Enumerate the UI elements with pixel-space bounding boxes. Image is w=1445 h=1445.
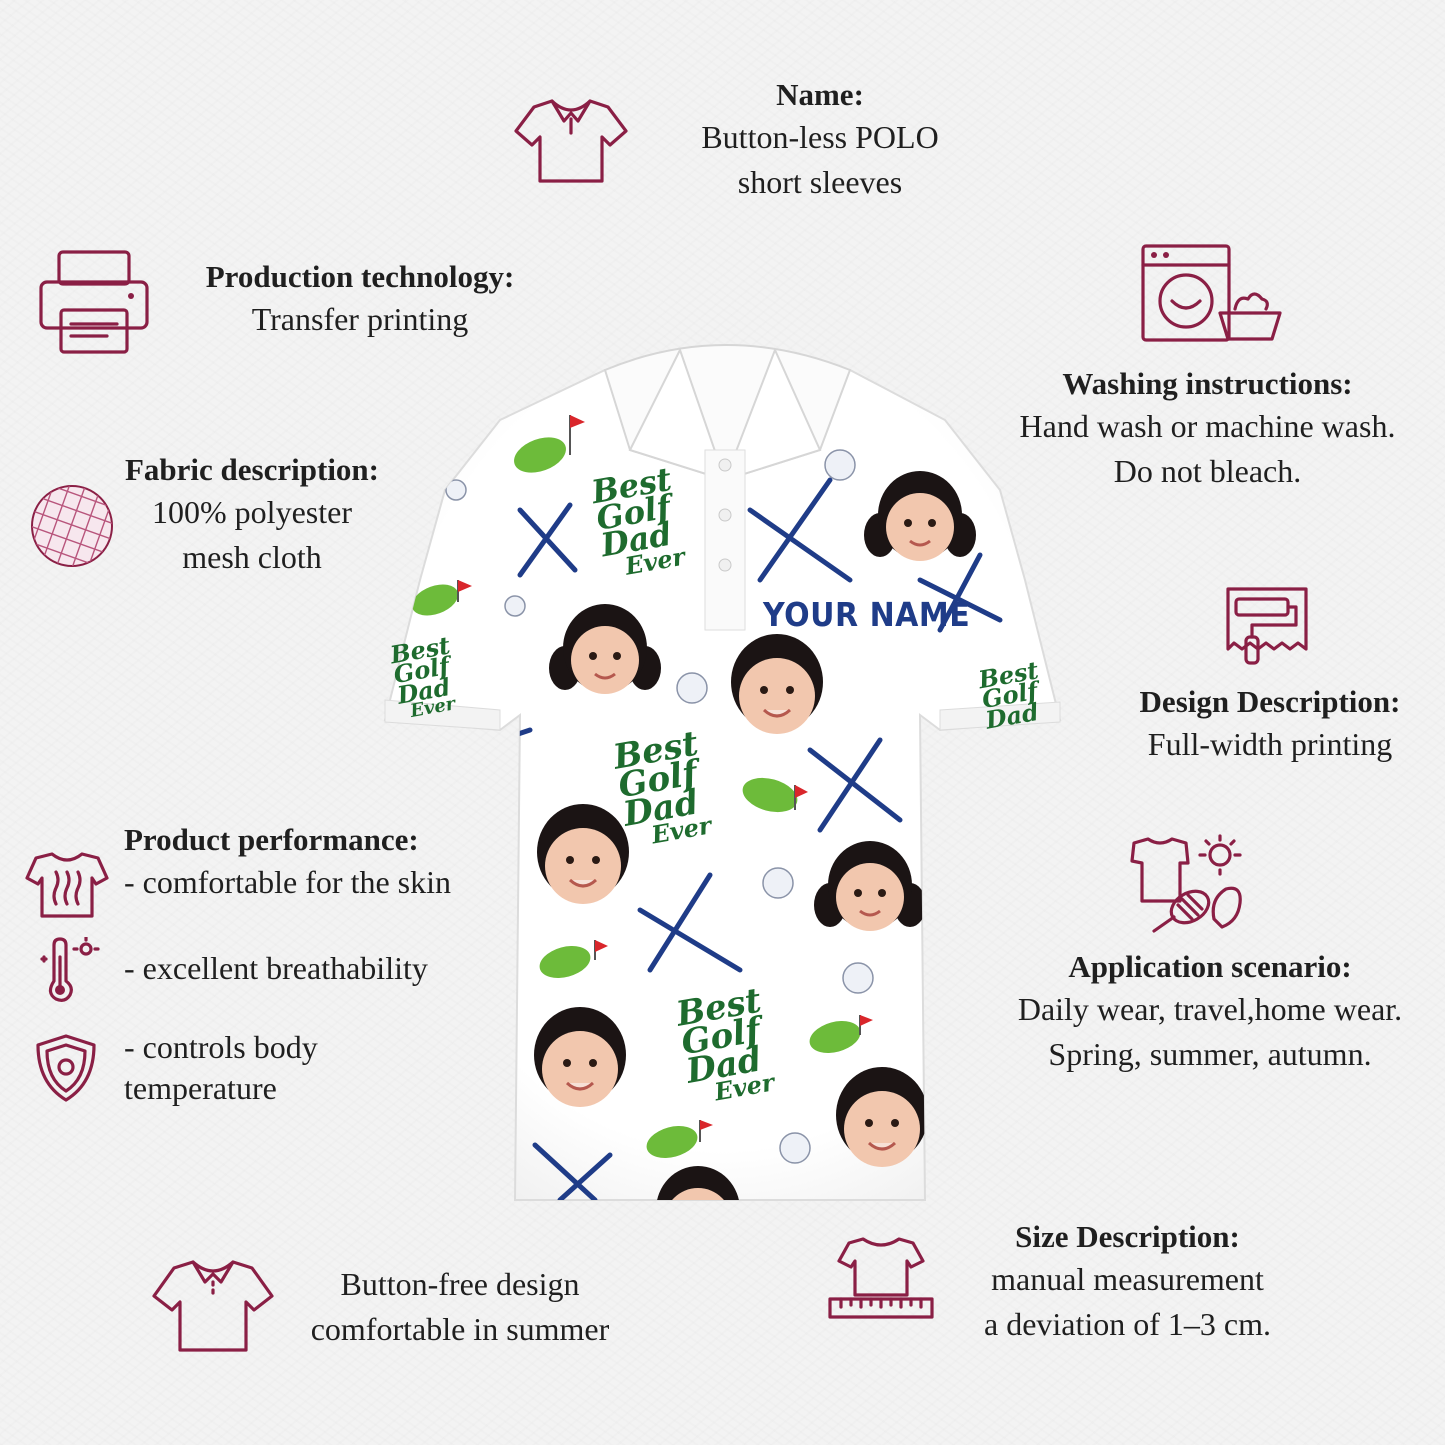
size-heading: Size Description:: [1015, 1219, 1240, 1254]
performance-item3-block: - controls body temperature: [124, 1027, 504, 1109]
mesh-fabric-icon: [30, 484, 114, 568]
performance-item3-line2: temperature: [124, 1069, 277, 1106]
polo-shirt-buttonless-icon: [150, 1256, 276, 1356]
name-line1: Button-less POLO: [701, 118, 939, 155]
application-heading: Application scenario:: [1068, 949, 1352, 984]
shield-icon: [34, 1033, 98, 1103]
performance-item3-line1: - controls body: [124, 1029, 318, 1065]
fabric-line2: mesh cloth: [182, 539, 322, 576]
size-line2: a deviation of 1–3 cm.: [983, 1306, 1272, 1343]
performance-heading: Product performance:: [124, 822, 419, 857]
name-line2: short sleeves: [737, 164, 903, 201]
fabric-line1: 100% polyester: [152, 493, 352, 530]
performance-item1: - comfortable for the skin: [124, 863, 451, 900]
washing-block: Washing instructions: Hand wash or machi…: [980, 365, 1435, 495]
size-measure-icon: [827, 1233, 935, 1323]
performance-item2: - excellent breathability: [124, 950, 428, 986]
performance-item2-block: - excellent breathability: [124, 946, 504, 991]
tshirt-breathable-icon: [24, 850, 110, 920]
performance-block: Product performance: - comfortable for t…: [124, 821, 504, 905]
fabric-heading: Fabric description:: [125, 452, 379, 487]
washing-heading: Washing instructions:: [1062, 366, 1353, 401]
washing-line2: Do not bleach.: [1113, 453, 1302, 490]
design-line1: Full-width printing: [1147, 725, 1393, 762]
application-block: Application scenario: Daily wear, travel…: [975, 948, 1445, 1078]
fabric-block: Fabric description: 100% polyester mesh …: [92, 451, 412, 581]
travel-scenario-icon: [1130, 833, 1252, 935]
button-free-line2: comfortable in summer: [310, 1311, 610, 1348]
design-heading: Design Description:: [1139, 684, 1401, 719]
washing-line1: Hand wash or machine wash.: [1019, 407, 1396, 444]
button-free-line1: Button-free design: [340, 1266, 580, 1302]
shirt-name-print: YOUR NAME: [763, 596, 971, 635]
name-heading: Name:: [776, 77, 864, 112]
application-line1: Daily wear, travel,home wear.: [1017, 990, 1403, 1027]
name-block: Name: Button-less POLO short sleeves: [640, 76, 1000, 206]
size-line1: manual measurement: [991, 1260, 1264, 1297]
design-block: Design Description: Full-width printing: [1110, 683, 1430, 767]
thermometer-icon: [38, 937, 102, 1003]
printer-icon: [37, 248, 152, 356]
production-block: Production technology: Transfer printing: [160, 258, 560, 342]
polo-shirt-icon: [512, 95, 630, 187]
production-heading: Production technology:: [205, 259, 515, 294]
paint-roller-icon: [1222, 585, 1312, 667]
size-block: Size Description: manual measurement a d…: [945, 1218, 1310, 1348]
production-line1: Transfer printing: [251, 300, 469, 337]
application-line2: Spring, summer, autumn.: [1048, 1036, 1372, 1073]
button-free-block: Button-free design comfortable in summer: [275, 1262, 645, 1353]
washing-machine-icon: [1140, 243, 1285, 343]
polo-shirt-illustration: [380, 330, 1070, 1210]
